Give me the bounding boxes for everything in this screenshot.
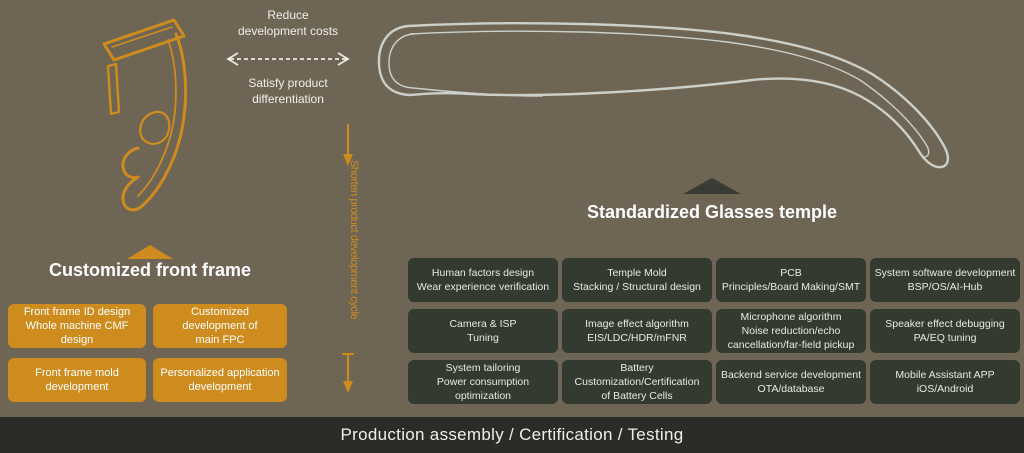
- front-frame-task-grid: Front frame ID design Whole machine CMF …: [8, 304, 287, 402]
- tradeoff-double-arrow: [226, 52, 350, 66]
- front-frame-task-box: Front frame mold development: [8, 358, 146, 402]
- front-frame-task-box: Front frame ID design Whole machine CMF …: [8, 304, 146, 348]
- front-frame-sketch: [102, 18, 188, 212]
- temple-task-box: System software development BSP/OS/AI-Hu…: [870, 258, 1020, 302]
- temple-task-box: Microphone algorithm Noise reduction/ech…: [716, 309, 866, 353]
- temple-task-box: PCB Principles/Board Making/SMT: [716, 258, 866, 302]
- reduce-costs-label: Reduce development costs: [237, 8, 339, 38]
- temple-pointer-triangle: [683, 178, 741, 194]
- shorten-cycle-arrow-bottom: [342, 353, 354, 393]
- temple-task-box: Temple Mold Stacking / Structural design: [562, 258, 712, 302]
- production-bar: Production assembly / Certification / Te…: [0, 417, 1024, 453]
- temple-task-box: Image effect algorithm EIS/LDC/HDR/mFNR: [562, 309, 712, 353]
- temple-task-box: Battery Customization/Certification of B…: [562, 360, 712, 404]
- temple-task-box: Backend service development OTA/database: [716, 360, 866, 404]
- temple-sketch: [377, 21, 949, 169]
- temple-title: Standardized Glasses temple: [586, 202, 838, 222]
- temple-task-box: System tailoring Power consumption optim…: [408, 360, 558, 404]
- temple-task-box: Speaker effect debugging PA/EQ tuning: [870, 309, 1020, 353]
- front-frame-title: Customized front frame: [48, 260, 252, 280]
- temple-task-box: Mobile Assistant APP iOS/Android: [870, 360, 1020, 404]
- temple-task-box: Camera & ISP Tuning: [408, 309, 558, 353]
- shorten-cycle-label: Shorten product development cycle: [348, 160, 360, 320]
- front-frame-pointer-triangle: [127, 245, 173, 259]
- satisfy-differentiation-label: Satisfy product differentiation: [248, 76, 328, 106]
- front-frame-task-box: Personalized application development: [153, 358, 287, 402]
- temple-task-grid: Human factors design Wear experience ver…: [408, 258, 1020, 404]
- temple-task-box: Human factors design Wear experience ver…: [408, 258, 558, 302]
- front-frame-task-box: Customized development of main FPC: [153, 304, 287, 348]
- shorten-cycle-arrow-top: [343, 124, 353, 166]
